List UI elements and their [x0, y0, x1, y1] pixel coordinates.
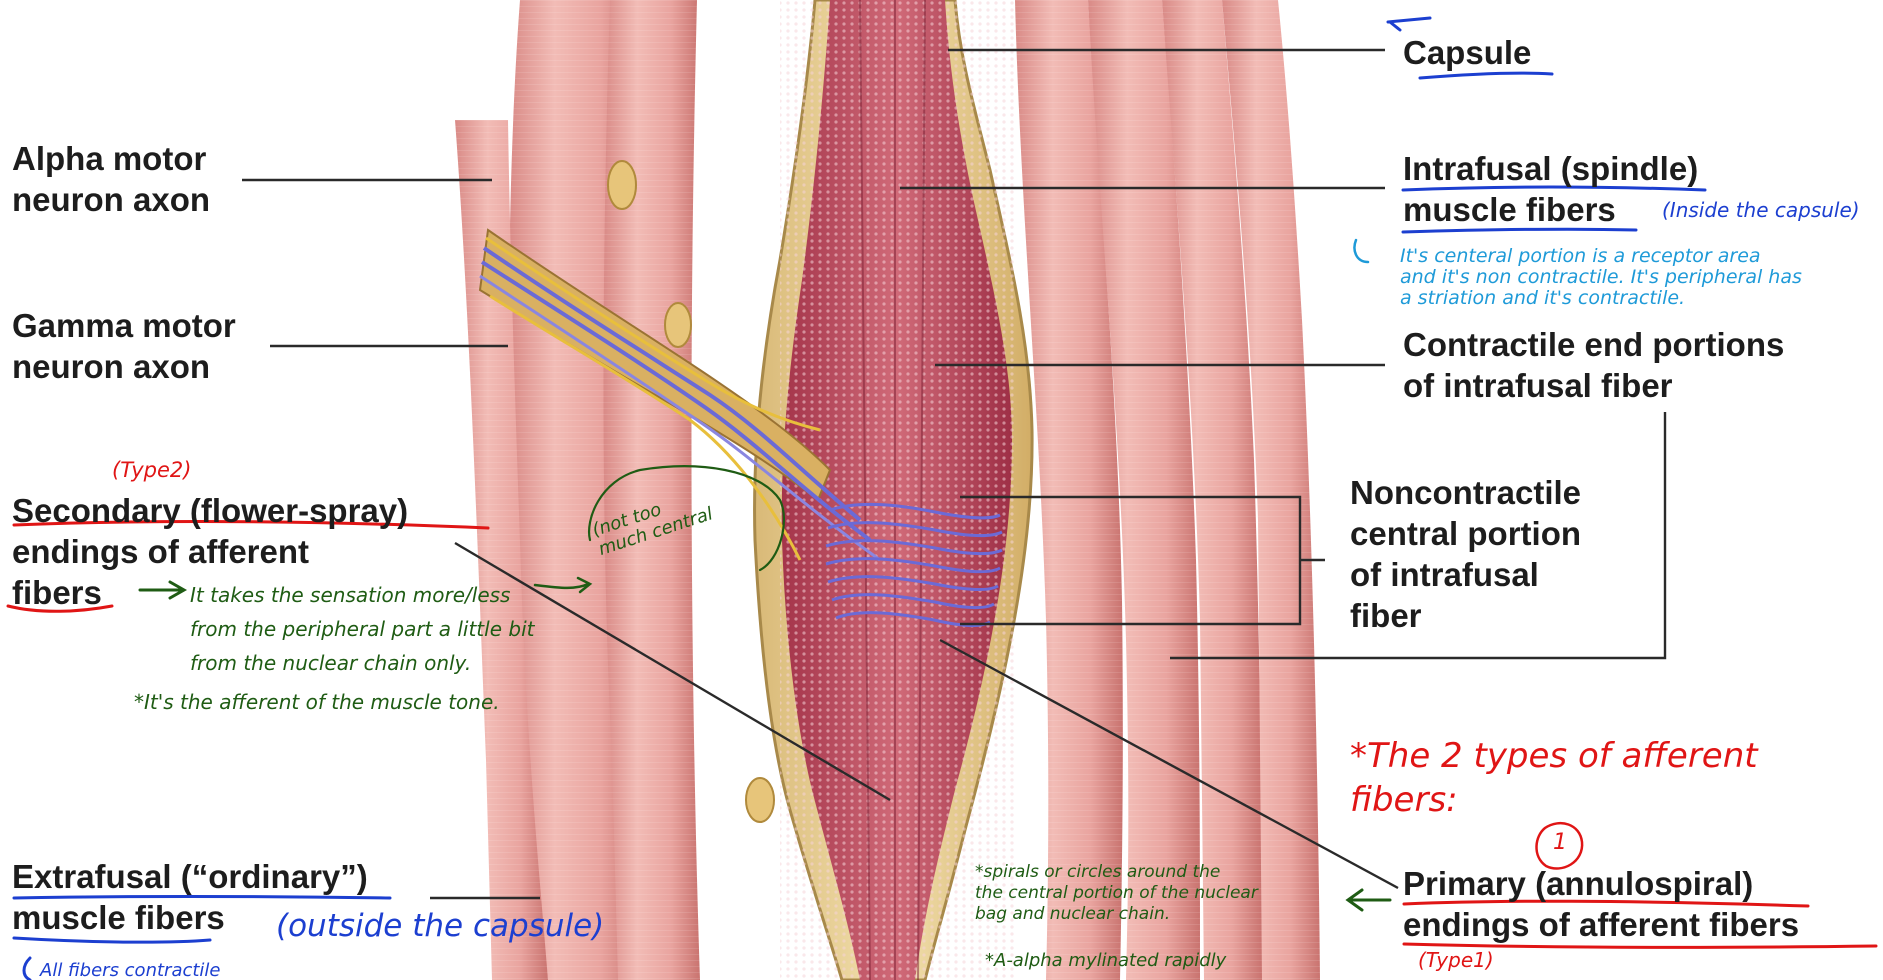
- note-two-types-afferent: *The 2 types of afferent fibers:: [1350, 734, 1758, 822]
- note-spirals-around-central: *spirals or circles around the the centr…: [975, 862, 1258, 925]
- label-noncontractile-central: Noncontractile central portion of intraf…: [1350, 472, 1581, 636]
- note-central-portion: It's centeral portion is a receptor area…: [1400, 246, 1802, 309]
- note-type2: (Type2): [112, 458, 191, 482]
- label-gamma-motor-neuron: Gamma motor neuron axon: [12, 305, 236, 387]
- note-inside-capsule: (Inside the capsule): [1662, 198, 1860, 222]
- note-outside-capsule: (outside the capsule): [276, 908, 604, 944]
- note-a-alpha: *A-alpha mylinated rapidly: [985, 950, 1226, 971]
- note-muscle-tone: *It's the afferent of the muscle tone.: [134, 690, 500, 714]
- label-primary-endings: Primary (annulospiral) endings of affere…: [1403, 863, 1799, 945]
- label-alpha-motor-neuron: Alpha motor neuron axon: [12, 138, 210, 220]
- note-number-one: 1: [1553, 830, 1567, 855]
- label-intrafusal-fibers: Intrafusal (spindle) muscle fibers: [1403, 148, 1698, 230]
- label-capsule: Capsule: [1403, 32, 1531, 73]
- note-all-fibers: All fibers contractile: [40, 960, 221, 980]
- note-secondary-sensation: It takes the sensation more/less from th…: [190, 578, 534, 680]
- label-contractile-end-portions: Contractile end portions of intrafusal f…: [1403, 324, 1784, 406]
- note-type1: (Type1): [1418, 948, 1494, 972]
